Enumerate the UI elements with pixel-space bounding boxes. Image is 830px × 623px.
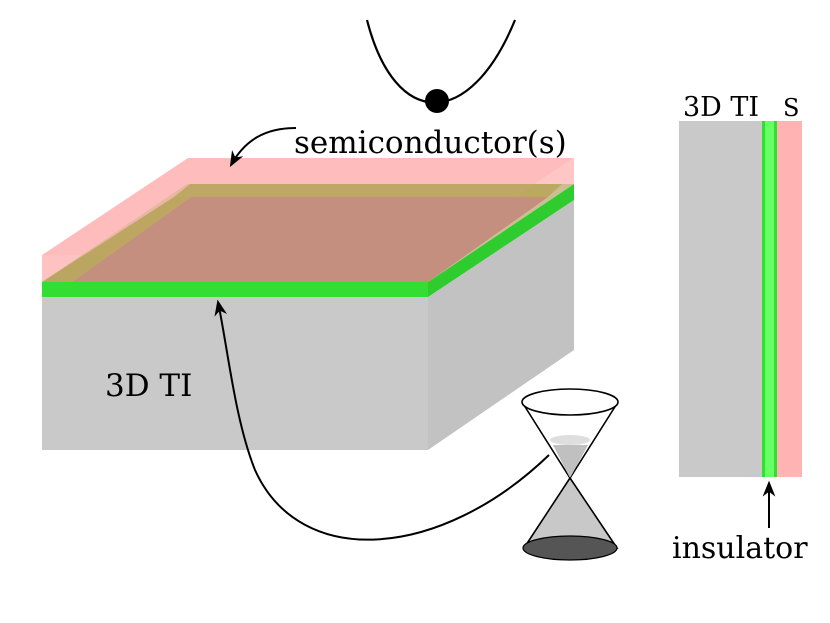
ti-block-label: 3D TI <box>105 368 192 404</box>
overlap-band-top <box>174 184 562 197</box>
ti-block-front-face <box>42 297 428 450</box>
upper-cone-filled-region <box>553 445 588 478</box>
electron-dot <box>425 89 449 113</box>
insulator-layer-front <box>42 282 428 297</box>
cross-section-insulator-highlight <box>765 121 774 477</box>
semiconductor-band-illustration <box>367 20 515 113</box>
cross-section: 3D TI S insulator <box>672 92 808 566</box>
lower-cone-base <box>523 536 617 560</box>
fermi-level-ellipse <box>550 435 590 445</box>
cross-section-ti-region <box>679 121 762 477</box>
cross-section-semiconductor-region <box>777 121 802 477</box>
dirac-cone-illustration <box>522 389 618 560</box>
semiconductor-label: semiconductor(s) <box>294 125 567 161</box>
cross-section-s-label: S <box>783 94 799 122</box>
upper-cone-rim <box>522 389 618 415</box>
cross-section-ti-label: 3D TI <box>683 92 759 123</box>
insulator-label: insulator <box>672 531 808 566</box>
ti-block: 3D TI <box>42 158 574 450</box>
